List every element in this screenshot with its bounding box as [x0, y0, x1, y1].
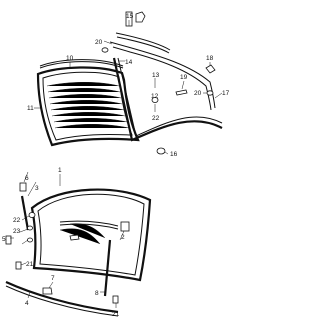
callout-12: 12: [151, 93, 159, 100]
windshield-seal: [30, 188, 152, 282]
clip-21-left: [15, 261, 22, 270]
callout-2: 2: [121, 234, 125, 241]
callout-1: 1: [58, 167, 62, 174]
callout-21-right: 21: [112, 311, 120, 318]
callout-19: 19: [180, 74, 188, 81]
callout-3: 3: [35, 185, 39, 192]
clip-18: [205, 64, 216, 74]
top-molding-9: [59, 220, 119, 227]
clip-6-right: [120, 221, 130, 232]
roof-ribbed-strip: [115, 32, 171, 51]
callout-4: 4: [25, 300, 29, 307]
lower-moldings: [5, 195, 119, 317]
lower-molding-4: [5, 280, 119, 314]
clip-22-lower: [28, 212, 36, 218]
side-molding-8: [103, 239, 112, 297]
clip-23: [27, 225, 33, 231]
callout-5: 5: [2, 236, 6, 243]
callout-20-mid: 20: [194, 90, 202, 97]
roof-molding-assembly: [109, 32, 223, 142]
callout-10: 10: [66, 55, 74, 62]
callout-16: 16: [170, 151, 178, 158]
clip-21-right: [112, 295, 119, 304]
callout-8: 8: [95, 290, 99, 297]
clip-16: [156, 147, 166, 155]
windshield-glass: [37, 193, 145, 276]
defroster-grid: [46, 82, 130, 129]
callout-20-upper: 20: [95, 39, 103, 46]
leader-lines: [10, 20, 223, 308]
grommet-20-mid: [206, 90, 214, 96]
clip-6: [19, 182, 27, 192]
windshield-assembly: [30, 188, 152, 282]
callout-22-upper: 22: [152, 115, 160, 122]
callout-13: 13: [152, 72, 160, 79]
upper-molding-strip: [39, 59, 124, 67]
upper-clips: [101, 11, 216, 155]
clip-7: [42, 287, 53, 295]
callout-18: 18: [206, 55, 214, 62]
rear-glass-assembly: [36, 59, 140, 147]
callout-17: 17: [222, 90, 230, 97]
callout-14: 14: [125, 59, 133, 66]
clip-5: [5, 235, 12, 245]
callout-15: 15: [126, 13, 134, 20]
parts-diagram: 10 11 20 15 14 13 12 22 16 18 19 20 17 1…: [2, 11, 230, 318]
lower-clips: [5, 182, 130, 304]
rear-pillar-strip: [112, 57, 223, 142]
callout-23: 23: [13, 228, 21, 235]
callout-11: 11: [27, 105, 34, 112]
clip-22-upper: [151, 97, 159, 104]
clip-24: [69, 234, 80, 241]
callout-numbers: 10 11 20 15 14 13 12 22 16 18 19 20 17 1…: [2, 13, 230, 318]
callout-21-left: 21: [26, 261, 34, 268]
rear-glass-seal-outer: [36, 66, 140, 147]
grommet-20-upper: [101, 47, 109, 53]
callout-22-lower: 22: [13, 217, 21, 224]
side-molding-3: [20, 195, 30, 231]
callout-6: 6: [25, 175, 29, 182]
clip-19: [135, 11, 146, 23]
roof-molding-13: [109, 41, 216, 109]
clip-19-mid: [175, 89, 188, 96]
callout-7: 7: [51, 275, 55, 282]
clip-20-lower: [27, 237, 33, 243]
